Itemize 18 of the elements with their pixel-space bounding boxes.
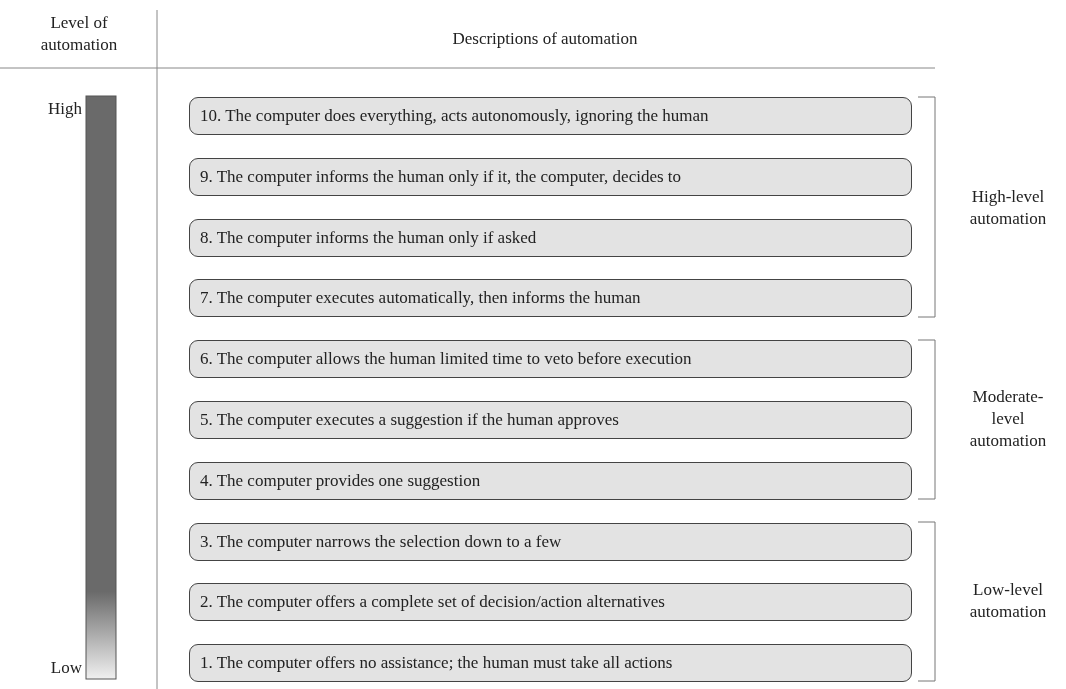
level-box: 9. The computer informs the human only if it, the computer, decides to	[189, 157, 912, 196]
level-box: 6. The computer allows the human limited time to veto before execution	[189, 340, 912, 379]
group-label: Moderate-level automation	[968, 386, 1048, 452]
scale-label: Low	[49, 657, 82, 679]
level-box: 3. The computer narrows the selection down to a few	[189, 522, 912, 561]
group-label: High-level automation	[968, 186, 1048, 230]
group-label: Low-level automation	[968, 579, 1048, 623]
level-box: 2. The computer offers a complete set of decision/action alternatives	[189, 583, 912, 622]
level-box: 8. The computer informs the human only if asked	[189, 218, 912, 257]
level-box: 4. The computer provides one suggestion	[189, 461, 912, 500]
gradient-scale-bar	[85, 95, 117, 680]
level-box: 10. The computer does everything, acts autonomously, ignoring the human	[189, 97, 912, 135]
level-box: 1. The computer offers no assistance; the human must take all actions	[189, 644, 912, 683]
column-header: Level of automation	[39, 12, 119, 56]
scale-label: High	[47, 98, 82, 120]
level-box: 7. The computer executes automatically, then informs the human	[189, 279, 912, 318]
column-header: Descriptions of automation	[451, 28, 639, 50]
level-box: 5. The computer executes a suggestion if the human approves	[189, 401, 912, 439]
